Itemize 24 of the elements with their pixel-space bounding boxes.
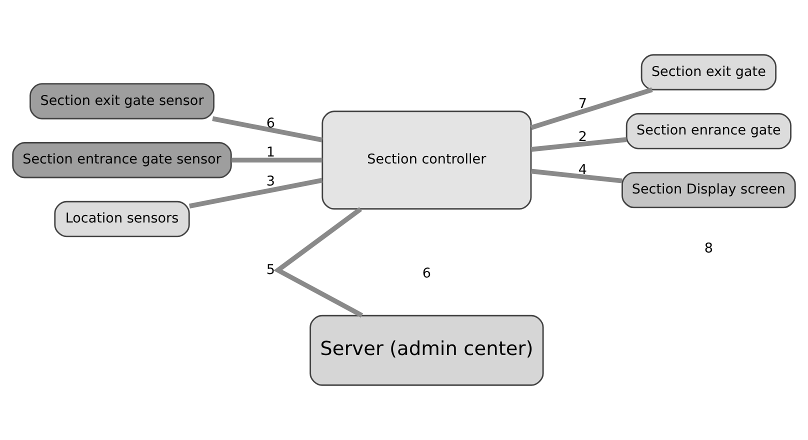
connector	[276, 207, 364, 318]
node-box: Section entrance gate sensor	[12, 142, 232, 178]
node-box: Section Display screen	[622, 172, 796, 208]
edge-label: 4	[578, 162, 587, 178]
edge-label: 7	[578, 96, 587, 112]
node-box: Server (admin center)	[310, 314, 544, 386]
edge-label: 1	[266, 144, 276, 160]
connector	[530, 87, 653, 130]
edge-label: 6	[266, 115, 276, 132]
label: 6	[422, 266, 431, 282]
edge-label: 5	[266, 262, 276, 278]
node-box: Location sensors	[54, 200, 190, 238]
connector	[212, 116, 323, 142]
node-box: Section exit gate sensor	[30, 83, 214, 120]
label: 8	[704, 240, 713, 257]
connector	[231, 158, 322, 163]
node-box: Section exit gate	[640, 54, 777, 90]
edge-label: 3	[266, 173, 276, 190]
edge-label: 2	[578, 129, 587, 146]
node-box: Section controller	[322, 110, 532, 210]
connector	[530, 137, 627, 152]
connector	[530, 168, 622, 184]
connector	[188, 178, 323, 208]
node-box: Section enrance gate	[626, 113, 792, 150]
